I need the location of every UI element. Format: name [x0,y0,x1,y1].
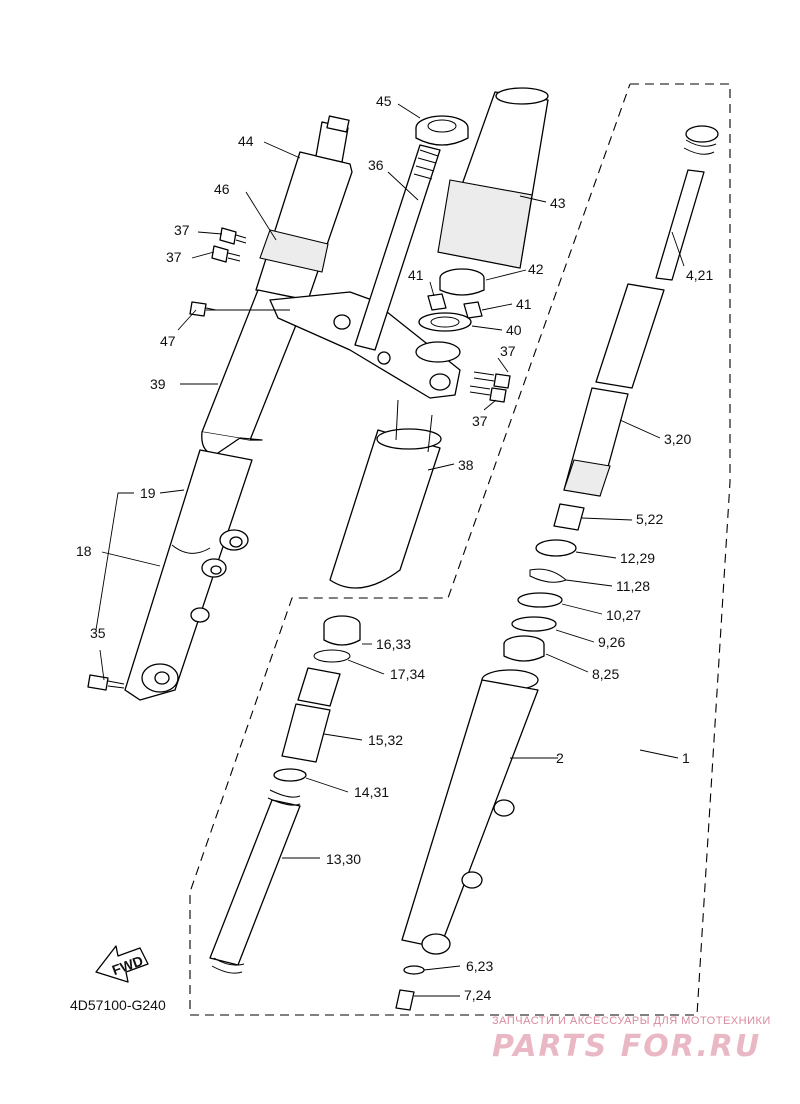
seal-12 [535,539,577,557]
callout-5-22: 5,22 [636,511,663,527]
callout-41-b: 41 [516,296,532,312]
o-ring-17 [313,649,351,663]
bolt-47 [189,301,217,317]
callout-41-a: 41 [408,267,424,283]
callout-19: 19 [140,485,156,501]
fork-spring-13 [209,789,301,974]
callout-37-d: 37 [472,413,488,429]
tube-3 [563,283,665,497]
ring-nut-42 [439,268,485,296]
seal-9 [511,616,557,632]
watermark: ЗАПЧАСТИ И АКСЕССУАРЫ ДЛЯ МОТОТЕХНИКИ PA… [492,1015,771,1064]
assembled-fork-outer-tube [87,115,353,701]
bushing-8 [503,635,545,662]
callout-18: 18 [76,543,92,559]
lower-cover-38 [329,399,442,589]
callout-45: 45 [376,93,392,109]
bolt-7 [395,989,415,1011]
upper-cover-43 [437,87,549,269]
washer-40 [418,312,472,332]
fwd-arrow-icon: FWD [95,945,149,983]
callout-1: 1 [682,750,690,766]
callout-37-c: 37 [500,343,516,359]
nuts-41 [427,293,483,319]
washer-14 [273,768,307,782]
leader-lines [95,103,685,997]
callout-39: 39 [150,376,166,392]
callout-15-32: 15,32 [368,732,403,748]
callout-40: 40 [506,322,522,338]
callout-37-a: 37 [174,222,190,238]
callout-3-20: 3,20 [664,431,691,447]
outer-tube-2 [401,669,539,955]
washer-10 [517,592,563,608]
callout-10-27: 10,27 [606,607,641,623]
callout-36: 36 [368,157,384,173]
callout-2: 2 [556,750,564,766]
spacer-15 [281,667,341,763]
callout-labels: 1 2 3,20 4,21 5,22 6,23 7,24 8,25 9,26 1… [76,93,713,1003]
diagram-code: 4D57100-G240 [70,997,166,1013]
watermark-tagline: ЗАПЧАСТИ И АКСЕССУАРЫ ДЛЯ МОТОТЕХНИКИ [492,1015,771,1027]
clip-11 [529,568,567,583]
cap-bolt-16 [323,615,361,646]
callout-43: 43 [550,195,566,211]
callout-4-21: 4,21 [686,267,713,283]
callout-16-33: 16,33 [376,636,411,652]
callout-14-31: 14,31 [354,784,389,800]
callout-38: 38 [458,457,474,473]
callout-35: 35 [90,625,106,641]
callout-47: 47 [160,333,176,349]
fork-assembly-boundary [189,83,731,1016]
callout-13-30: 13,30 [326,851,361,867]
callout-46: 46 [214,181,230,197]
callout-12-29: 12,29 [620,550,655,566]
collar-5 [553,503,585,531]
callout-6-23: 6,23 [466,958,493,974]
bolts-37 [211,227,511,403]
callout-42: 42 [528,261,544,277]
bearing-45 [415,115,469,146]
callout-37-b: 37 [166,249,182,265]
callout-11-28: 11,28 [616,578,650,594]
callout-44: 44 [238,133,254,149]
under-bracket [269,144,461,399]
callout-7-24: 7,24 [464,987,491,1003]
callout-8-25: 8,25 [592,666,619,682]
damper-rod-4 [655,125,719,281]
callout-9-26: 9,26 [598,634,625,650]
callout-17-34: 17,34 [390,666,425,682]
washer-6 [403,965,425,975]
watermark-brand: PARTS FOR.RU [492,1029,761,1064]
